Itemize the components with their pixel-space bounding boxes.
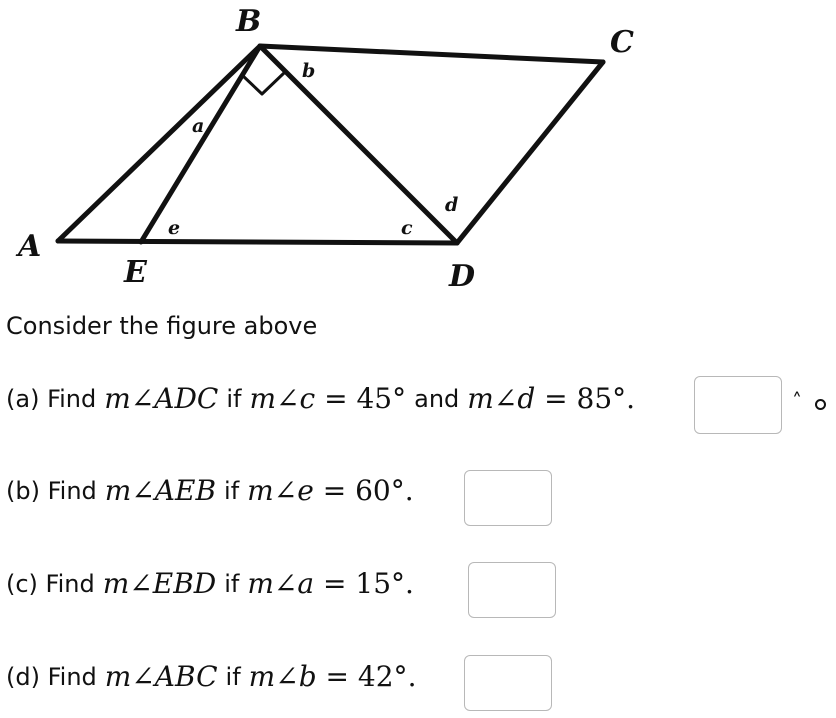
question-c: (c) Find m∠EBD if m∠a = 15°. — [6, 567, 414, 600]
point-d-label: D — [448, 259, 475, 294]
point-b-label: B — [235, 4, 261, 39]
segment-bc — [257, 43, 606, 65]
geometry-figure: B C A E D b a e c d — [15, 4, 634, 294]
question-a-prefix: (a) Find — [6, 384, 97, 413]
angle-a-label: a — [192, 115, 204, 137]
question-a-given-2: m∠d = 85°. — [467, 382, 636, 415]
question-b-given: m∠e = 60°. — [247, 474, 414, 507]
point-e-label: E — [123, 255, 148, 290]
point-c-label: C — [610, 25, 634, 60]
answer-input-c[interactable] — [468, 562, 556, 618]
segment-eb — [138, 43, 263, 245]
answer-input-d[interactable] — [464, 655, 552, 711]
angle-d-label: d — [445, 194, 458, 216]
segment-cd — [454, 59, 606, 246]
question-c-target: m∠EBD — [102, 567, 217, 600]
circle-icon[interactable] — [815, 399, 826, 410]
question-b-prefix: (b) Find — [6, 476, 97, 505]
caret-up-icon[interactable]: ˄ — [792, 389, 802, 413]
angle-b-label: b — [302, 60, 315, 82]
segment-ad — [55, 238, 460, 246]
question-b-target: m∠AEB — [104, 474, 217, 507]
question-c-prefix: (c) Find — [6, 569, 95, 598]
right-angle-mark — [240, 71, 286, 96]
angle-e-label: e — [168, 217, 180, 239]
question-d-given: m∠b = 42°. — [248, 660, 417, 693]
question-d-target: m∠ABC — [104, 660, 218, 693]
question-a-target: m∠ADC — [104, 382, 219, 415]
segment-bd — [257, 43, 460, 246]
question-a: (a) Find m∠ADC if m∠c = 45° and m∠d = 85… — [6, 382, 636, 415]
segment-ab — [55, 43, 263, 244]
question-b: (b) Find m∠AEB if m∠e = 60°. — [6, 474, 414, 507]
question-c-given: m∠a = 15°. — [247, 567, 414, 600]
question-a-given-1: m∠c = 45° — [249, 382, 407, 415]
question-d-prefix: (d) Find — [6, 662, 97, 691]
intro-text: Consider the figure above — [6, 312, 318, 340]
question-d: (d) Find m∠ABC if m∠b = 42°. — [6, 660, 417, 693]
point-a-label: A — [15, 229, 41, 264]
answer-input-b[interactable] — [464, 470, 552, 526]
answer-input-a[interactable] — [694, 376, 782, 434]
angle-c-label: c — [401, 217, 413, 239]
